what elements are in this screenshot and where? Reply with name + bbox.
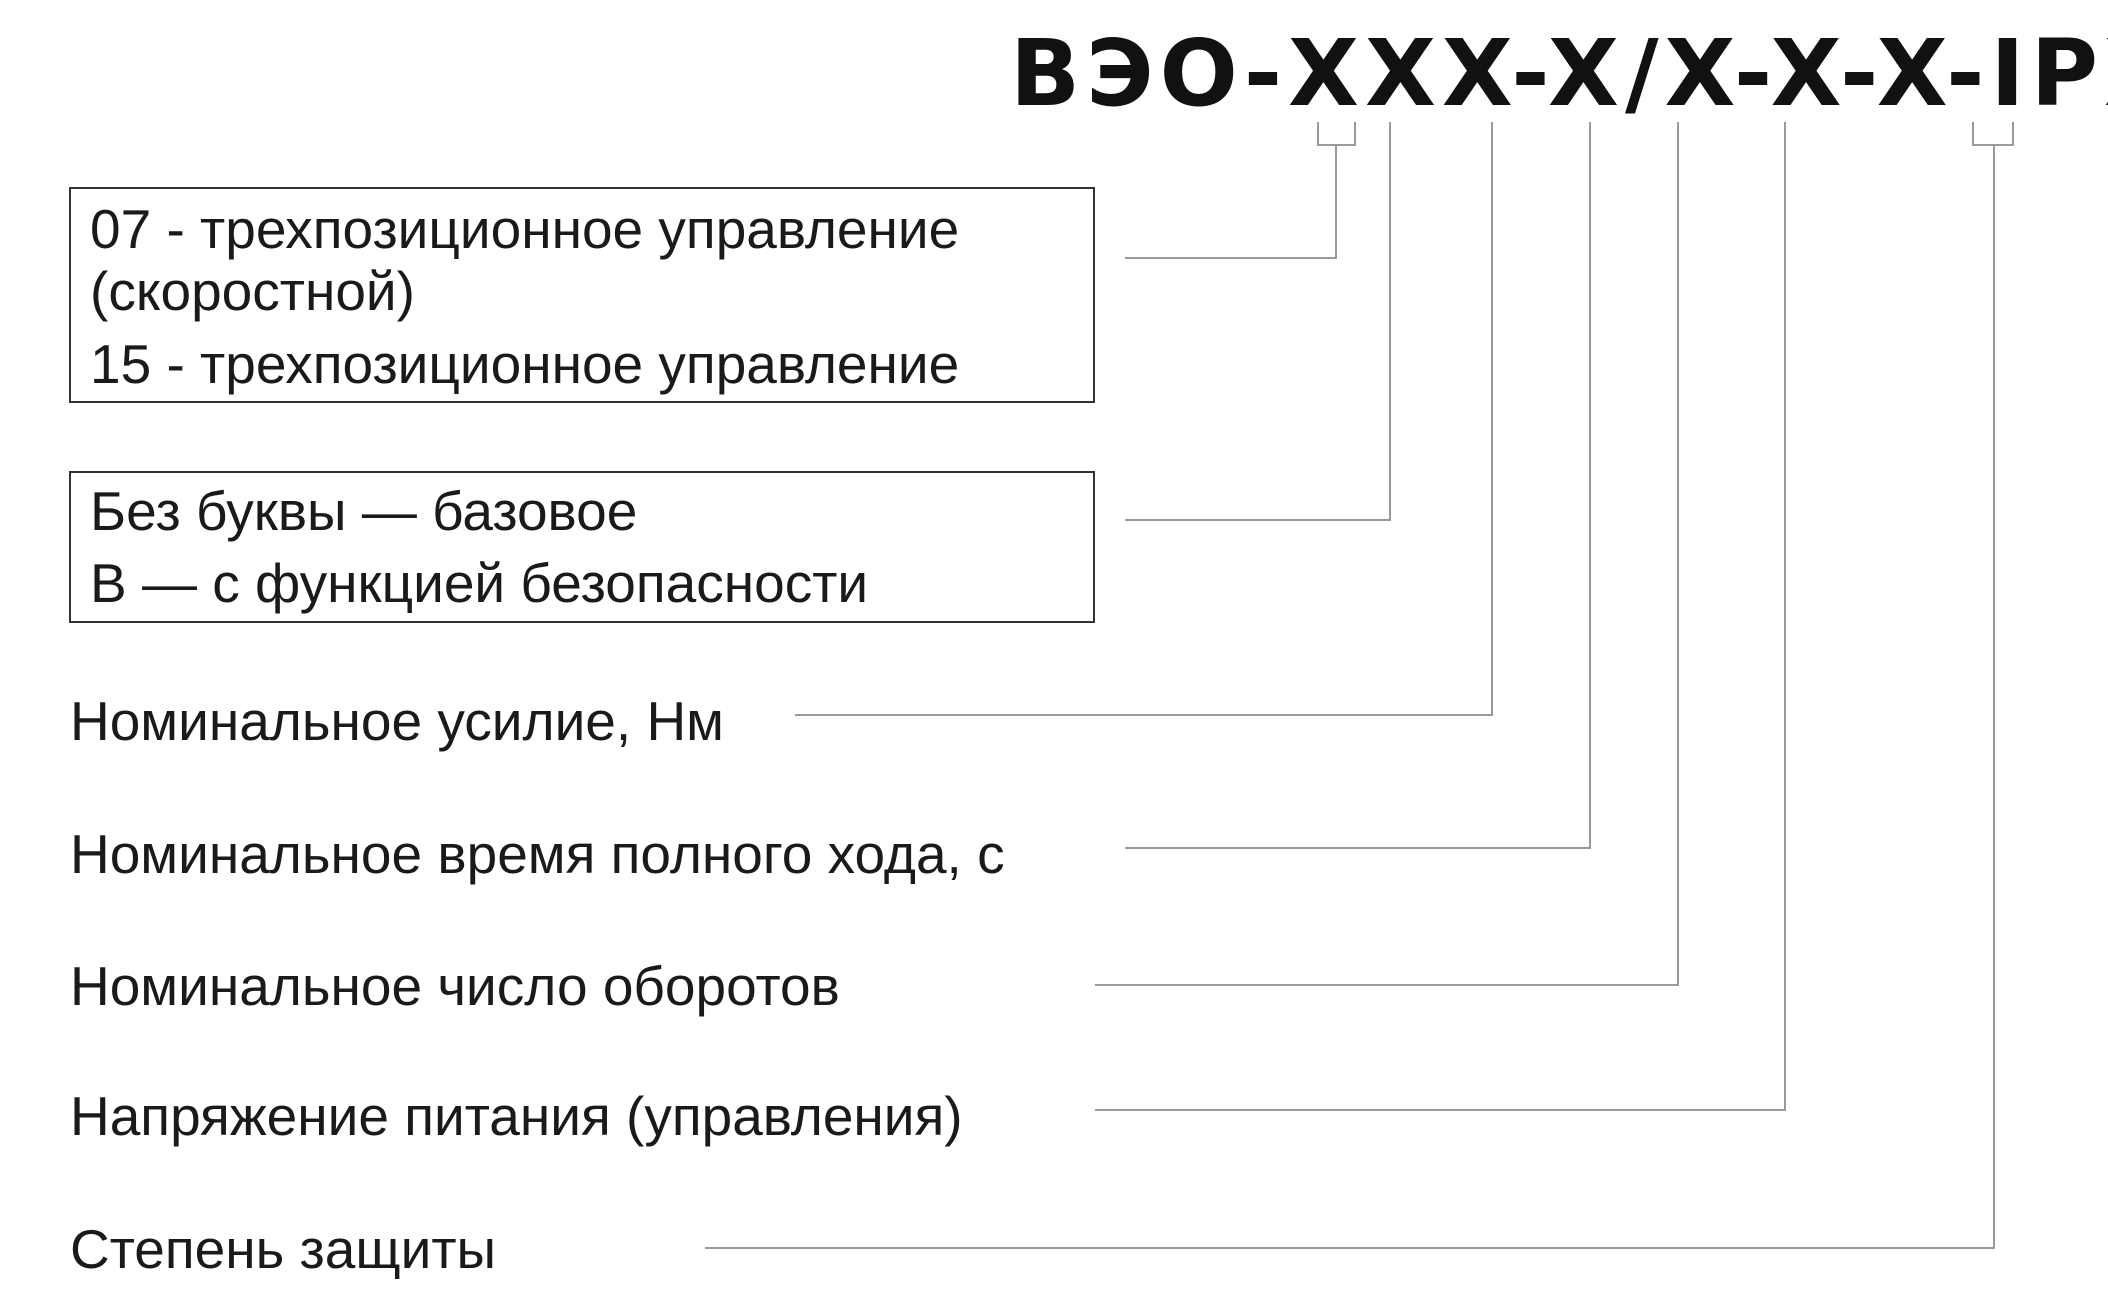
stroke-time-label: Номинальное время полного хода, с xyxy=(70,823,1005,885)
variant-line-1: Без буквы — базовое xyxy=(90,480,637,542)
control-type-line-1: 07 - трехпозиционное управление xyxy=(90,198,959,260)
control-type-line-2: (скоростной) xyxy=(90,260,415,322)
leader-voltage xyxy=(1095,122,1786,1111)
control-type-box xyxy=(69,187,1095,403)
protection-label: Степень защиты xyxy=(70,1218,496,1280)
leader-revolutions xyxy=(1095,122,1679,986)
leader-stroke-time xyxy=(1125,122,1591,849)
voltage-label: Напряжение питания (управления) xyxy=(70,1085,963,1147)
torque-label: Номинальное усилие, Нм xyxy=(70,690,724,752)
control-type-line-3: 15 - трехпозиционное управление xyxy=(90,333,959,395)
leader-protection xyxy=(705,145,1995,1249)
variant-box xyxy=(69,471,1095,623)
leader-variant xyxy=(1125,122,1391,521)
leader-torque xyxy=(795,122,1493,716)
product-code: ВЭО-XXX-X/X-X-X-IPXX xyxy=(1010,20,2108,127)
revolutions-label: Номинальное число оборотов xyxy=(70,955,840,1017)
leader-control xyxy=(1125,145,1337,259)
variant-line-2: В — с функцией безопасности xyxy=(90,552,868,614)
